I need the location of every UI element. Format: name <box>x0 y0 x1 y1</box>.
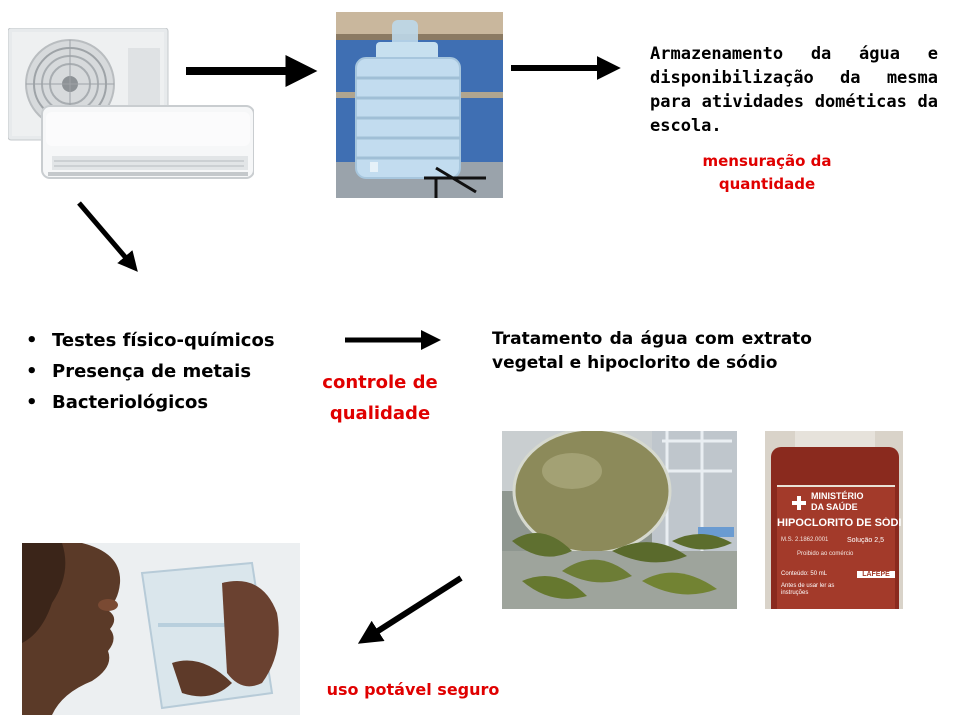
bottle-product-name: HIPOCLORITO DE SÓDIO <box>777 517 901 529</box>
bottle-brand: LAFEPE <box>857 571 895 578</box>
safe-drinking-use-label: uso potável seguro <box>326 680 500 699</box>
bottle-forbidden: Proibido ao comércio <box>797 551 854 557</box>
quality-control-label: controle de qualidade <box>322 372 438 424</box>
plant-extract-flask-image <box>502 431 737 609</box>
bottle-ministry-line2: DA SAÚDE <box>811 502 858 512</box>
air-conditioner-image <box>8 28 254 180</box>
test-item-physicochemical: Testes físico-químicos <box>22 325 322 356</box>
bottle-body: MINISTÉRIO DA SAÚDE HIPOCLORITO DE SÓDIO… <box>771 447 901 609</box>
water-tank-image <box>336 12 503 198</box>
arrow-treatment-to-drinking <box>357 575 463 644</box>
bottle-code: M.S. 2.1862.0001 <box>781 537 829 543</box>
person-drinking-water-image <box>22 543 300 715</box>
storage-description: Armazenamento da água e disponibilização… <box>650 44 938 136</box>
quantity-label: mensuração da quantidade <box>702 152 832 193</box>
treatment-description: Tratamento da água com extrato vegetal e… <box>492 329 812 373</box>
bottle-content: Conteúdo: 50 mL <box>781 571 828 577</box>
bottle-ministry-line1: MINISTÉRIO <box>811 491 864 501</box>
arrow-ac-to-tests <box>77 201 138 272</box>
bottle-label: MINISTÉRIO DA SAÚDE HIPOCLORITO DE SÓDIO… <box>777 485 901 609</box>
test-item-metals: Presença de metais <box>22 356 322 387</box>
test-item-bacteriological: Bacteriológicos <box>22 387 322 418</box>
bottle-usage: Antes de usar ler as instruções <box>781 583 835 596</box>
tests-list: Testes físico-químicos Presença de metai… <box>22 325 322 418</box>
ministry-icon <box>791 495 807 511</box>
hypochlorite-bottle-image: MINISTÉRIO DA SAÚDE HIPOCLORITO DE SÓDIO… <box>765 431 903 609</box>
bottle-solution: Solução 2,5 <box>847 537 884 544</box>
